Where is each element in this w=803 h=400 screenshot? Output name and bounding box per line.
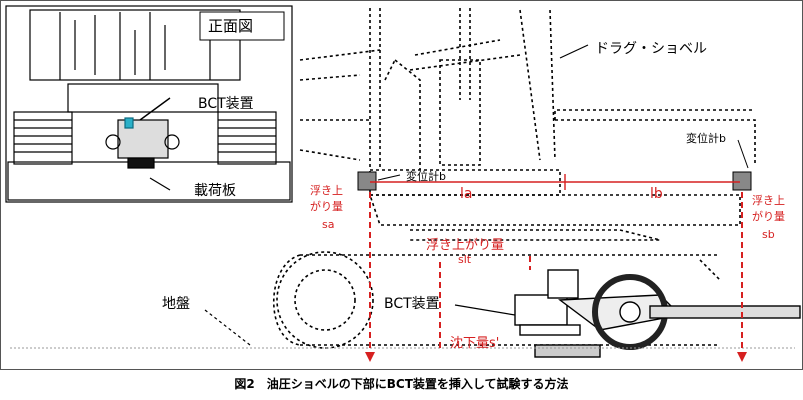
gauge-b-right-label: 変位計b (686, 132, 726, 145)
gauge-left (357, 171, 377, 191)
lb-label: lb (650, 186, 663, 202)
bct-device (514, 269, 801, 358)
figure-caption: 図2 油圧ショベルの下部にBCT装置を挿入して試験する方法 (234, 377, 569, 391)
gauge-b-left-label: 変位計b (406, 170, 446, 183)
plate-pointer (149, 177, 171, 191)
gauge-b-right-pointer (737, 139, 749, 169)
plate-label: 載荷板 (194, 183, 236, 199)
lift-right-symbol: sb (762, 228, 775, 241)
front-view-label: 正面図 (208, 17, 254, 35)
lift-right-line1: 浮き上 (752, 194, 785, 207)
ground-pointer (204, 309, 251, 346)
dragline-pointer (559, 44, 589, 59)
lift-right-line2: がり量 (752, 210, 785, 223)
dragline-label: ドラグ・ショベル (595, 41, 707, 57)
lift-mid-symbol: slt (458, 253, 472, 266)
inset-front-view (5, 5, 293, 203)
bct-label: BCT装置 (384, 296, 440, 312)
lift-mid-label: 浮き上がり量 (426, 238, 505, 253)
lift-left-symbol: sa (322, 218, 335, 231)
gauge-b-left-pointer (377, 174, 401, 181)
settle-label: 沈下量s' (450, 336, 500, 351)
inset-bct-label: BCT装置 (198, 96, 254, 112)
measure-lines (365, 192, 747, 362)
excavator-outline (273, 8, 756, 349)
front-view-box (199, 11, 285, 41)
lift-left-line1: 浮き上 (310, 184, 343, 197)
bct-pointer (454, 304, 516, 316)
gauge-right (732, 171, 752, 191)
lift-left-line2: がり量 (310, 200, 343, 213)
la-label: la (460, 186, 473, 202)
ground-label: 地盤 (162, 296, 190, 312)
diagram-drawing (5, 5, 801, 362)
